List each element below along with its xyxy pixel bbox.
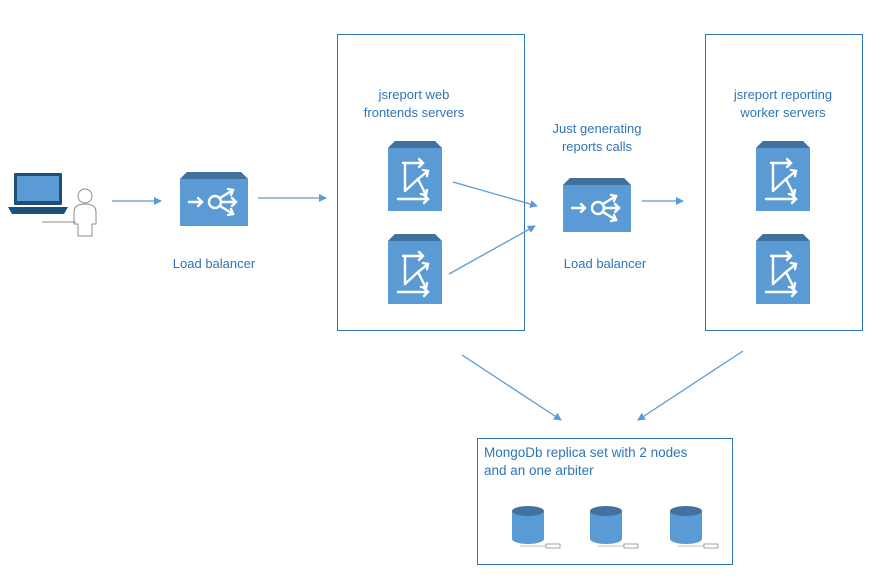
server-icon [386,139,444,213]
database-icon [511,505,561,549]
server-icon [754,232,812,306]
load-balancer-icon [178,170,250,228]
mongodb-label: MongoDb replica set with 2 nodes and an … [484,445,688,478]
arrow-frontend2-to-lb [448,225,536,275]
laptop-icon [8,173,68,214]
frontends-label: jsreport web frontends servers [363,87,465,120]
arrow-workers-to-mongodb [637,350,744,421]
arrow-frontend1-to-lb [452,181,538,208]
workers-label: jsreport reporting worker servers [733,87,833,120]
server-icon [754,139,812,213]
server-icon [386,232,444,306]
user-icon [42,188,97,237]
database-icon [669,505,719,549]
generating-label: Just generating reports calls [552,121,642,154]
mongodb-box [477,438,733,565]
load-balancer-label: Load balancer [563,256,647,271]
load-balancer-icon [561,176,633,234]
load-balancer-label: Load balancer [172,256,256,271]
arrow-frontends-to-mongodb [461,354,562,421]
database-icon [589,505,639,549]
